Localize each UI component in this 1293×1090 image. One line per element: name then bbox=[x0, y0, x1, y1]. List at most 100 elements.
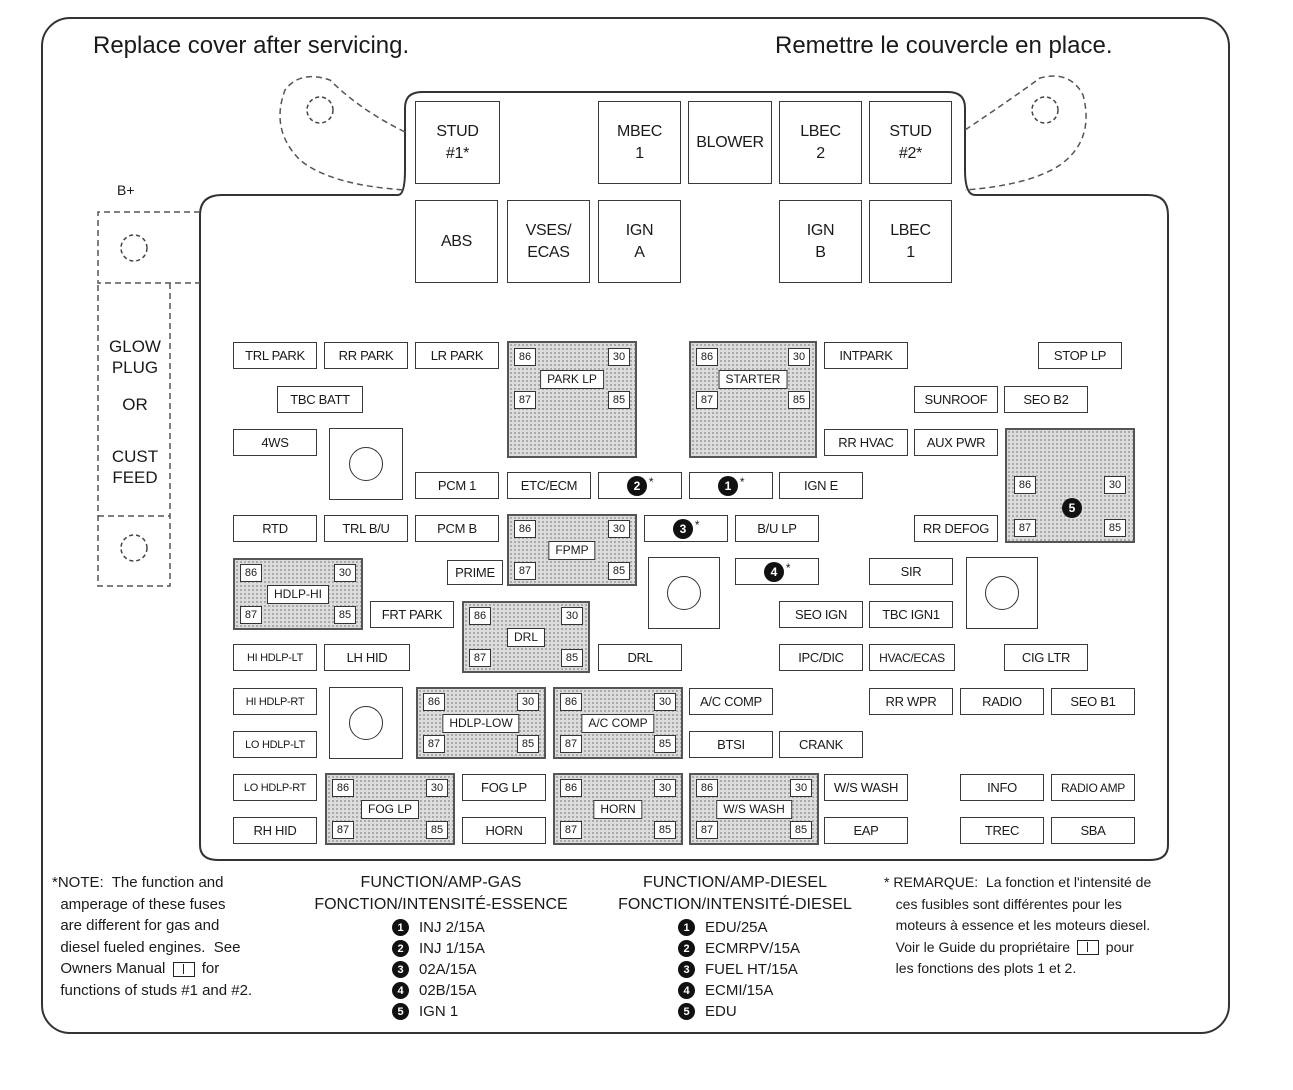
fuse-rh-hid: RH HID bbox=[233, 817, 317, 844]
fuse-tbc-ign1: TBC IGN1 bbox=[869, 601, 953, 628]
fuse-ign-b: IGN B bbox=[779, 200, 862, 283]
fuse-tbc-batt: TBC BATT bbox=[277, 386, 363, 413]
fuse-rr-park: RR PARK bbox=[324, 342, 408, 369]
fuse-sunroof: SUNROOF bbox=[914, 386, 998, 413]
fuse-ws-wash: W/S WASH bbox=[824, 774, 908, 801]
relay-pin: 30 bbox=[334, 564, 356, 582]
fuse-sir: SIR bbox=[869, 558, 953, 585]
relay-pin: 85 bbox=[334, 606, 356, 624]
fuse-ac-comp: A/C COMP bbox=[689, 688, 773, 715]
fuse-stud-2-slot: 2* bbox=[598, 472, 682, 499]
fuse-trec: TREC bbox=[960, 817, 1044, 844]
relay-pin: 86 bbox=[240, 564, 262, 582]
fuse-crank: CRANK bbox=[779, 731, 863, 758]
relay-pin: 30 bbox=[608, 348, 630, 366]
fuse-rr-hvac: RR HVAC bbox=[824, 429, 908, 456]
note-english: *NOTE: The function and amperage of thes… bbox=[52, 874, 253, 999]
fuse-pcm-1: PCM 1 bbox=[415, 472, 499, 499]
fuse-radio: RADIO bbox=[960, 688, 1044, 715]
relay-label: FOG LP bbox=[360, 800, 420, 819]
relay-pin: 30 bbox=[790, 779, 812, 797]
fuse-lo-hdlp-lt: LO HDLP-LT bbox=[233, 731, 317, 758]
fuse-lo-hdlp-rt: LO HDLP-RT bbox=[233, 774, 317, 801]
fuse-stud-2: STUD #2* bbox=[869, 101, 952, 184]
fuse-trl-park: TRL PARK bbox=[233, 342, 317, 369]
relay-fpmp: 86 30 FPMP 87 85 bbox=[507, 514, 637, 586]
relay-pin: 30 bbox=[654, 779, 676, 797]
stud-number-2: 2* bbox=[626, 475, 654, 496]
relay-pin: 85 bbox=[426, 821, 448, 839]
fuse-horn: HORN bbox=[462, 817, 546, 844]
relay-ws-wash: 86 30 W/S WASH 87 85 bbox=[689, 773, 819, 845]
fuse-stud-4-slot: 4* bbox=[735, 558, 819, 585]
relay-label: DRL bbox=[506, 628, 546, 647]
relay-pin: 87 bbox=[332, 821, 354, 839]
fuse-ign-a: IGN A bbox=[598, 200, 681, 283]
relay-fog-lp: 86 30 FOG LP 87 85 bbox=[325, 773, 455, 845]
header-instruction-en: Replace cover after servicing. bbox=[93, 32, 410, 59]
fuse-sba: SBA bbox=[1051, 817, 1135, 844]
relay-pin: 86 bbox=[332, 779, 354, 797]
diesel-legend-title: FUNCTION/AMP-DIESEL FONCTION/INTENSITÉ-D… bbox=[618, 874, 852, 913]
fuse-rr-wpr: RR WPR bbox=[869, 688, 953, 715]
relay-pin: 85 bbox=[788, 391, 810, 409]
relay-pin: 87 bbox=[696, 391, 718, 409]
fuse-hi-hdlp-rt: HI HDLP-RT bbox=[233, 688, 317, 715]
fuse-lh-hid: LH HID bbox=[324, 644, 410, 671]
relay-pin: 86 bbox=[423, 693, 445, 711]
relay-label: STARTER bbox=[718, 370, 788, 389]
relay-pin: 85 bbox=[790, 821, 812, 839]
relay-pin: 85 bbox=[608, 391, 630, 409]
fuse-ipc-dic: IPC/DIC bbox=[779, 644, 863, 671]
glow-plug-label: GLOW PLUG bbox=[109, 337, 161, 377]
or-label: OR bbox=[122, 395, 148, 414]
owners-manual-icon bbox=[172, 961, 195, 977]
stud-number-4: 4* bbox=[763, 561, 791, 582]
fuse-drl: DRL bbox=[598, 644, 682, 671]
relay-pin: 85 bbox=[608, 562, 630, 580]
relay-pin: 30 bbox=[1104, 476, 1126, 494]
stud-number-5: 5 bbox=[1062, 498, 1082, 518]
fuse-prime: PRIME bbox=[447, 560, 503, 585]
circuit-breaker-socket bbox=[648, 557, 720, 629]
fuse-seo-ign: SEO IGN bbox=[779, 601, 863, 628]
relay-pin: 87 bbox=[696, 821, 718, 839]
fuse-seo-b2: SEO B2 bbox=[1004, 386, 1088, 413]
relay-pin: 30 bbox=[517, 693, 539, 711]
owners-manual-icon bbox=[1076, 940, 1099, 956]
fuse-hvac-ecas: HVAC/ECAS bbox=[869, 644, 955, 671]
note-french: * REMARQUE: La fonction et l'intensité d… bbox=[884, 874, 1152, 976]
fuse-4ws: 4WS bbox=[233, 429, 317, 456]
fuse-eap: EAP bbox=[824, 817, 908, 844]
relay-pin: 86 bbox=[696, 348, 718, 366]
fuse-abs: ABS bbox=[415, 200, 498, 283]
relay-label: HORN bbox=[593, 800, 643, 819]
fuse-seo-b1: SEO B1 bbox=[1051, 688, 1135, 715]
fuse-fog-lp: FOG LP bbox=[462, 774, 546, 801]
relay-pin: 30 bbox=[561, 607, 583, 625]
relay-label: A/C COMP bbox=[581, 714, 655, 733]
fuse-radio-amp: RADIO AMP bbox=[1051, 774, 1135, 801]
relay-hdlp-hi: 86 30 HDLP-HI 87 85 bbox=[233, 558, 363, 630]
relay-pin: 85 bbox=[654, 735, 676, 753]
relay-pin: 86 bbox=[514, 348, 536, 366]
fuse-mbec-1: MBEC 1 bbox=[598, 101, 681, 184]
relay-label: W/S WASH bbox=[716, 800, 792, 819]
stud-number-1: 1* bbox=[717, 475, 745, 496]
b-plus-label: B+ bbox=[117, 182, 135, 198]
relay-pin: 30 bbox=[654, 693, 676, 711]
circuit-breaker-socket bbox=[329, 687, 403, 759]
fuse-lbec-2: LBEC 2 bbox=[779, 101, 862, 184]
fuse-stop-lp: STOP LP bbox=[1038, 342, 1122, 369]
fuse-bu-lp: B/U LP bbox=[735, 515, 819, 542]
stud-number-3: 3* bbox=[672, 518, 700, 539]
fuse-info: INFO bbox=[960, 774, 1044, 801]
